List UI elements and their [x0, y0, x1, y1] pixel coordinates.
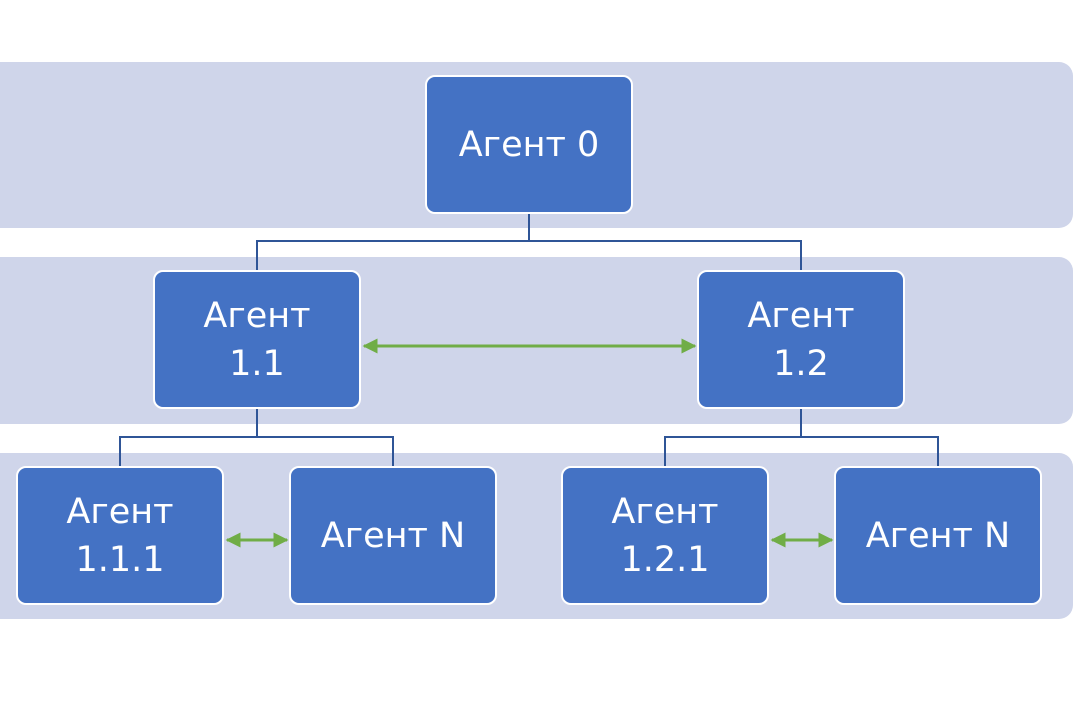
edge-agent-0-to-agent-1-2	[529, 240, 802, 270]
edge-agent-1-2-to-agent-1-2-n	[801, 436, 939, 466]
node-agent-1-2-1: Агент 1.2.1	[561, 466, 769, 605]
edge-agent-0-to-agent-1-1	[256, 214, 530, 270]
node-agent-1-1-n: Агент N	[289, 466, 497, 605]
node-agent-1-2-n: Агент N	[834, 466, 1042, 605]
edge-agent-1-1-to-agent-1-1-n	[257, 436, 394, 466]
node-agent-0: Агент 0	[425, 75, 633, 214]
edge-agent-1-2-to-agent-1-2-1	[664, 409, 802, 466]
node-agent-1-1-1: Агент 1.1.1	[16, 466, 224, 605]
edge-agent-1-1-to-agent-1-1-1	[119, 409, 258, 466]
node-agent-1-1: Агент 1.1	[153, 270, 361, 409]
node-agent-1-2: Агент 1.2	[697, 270, 905, 409]
